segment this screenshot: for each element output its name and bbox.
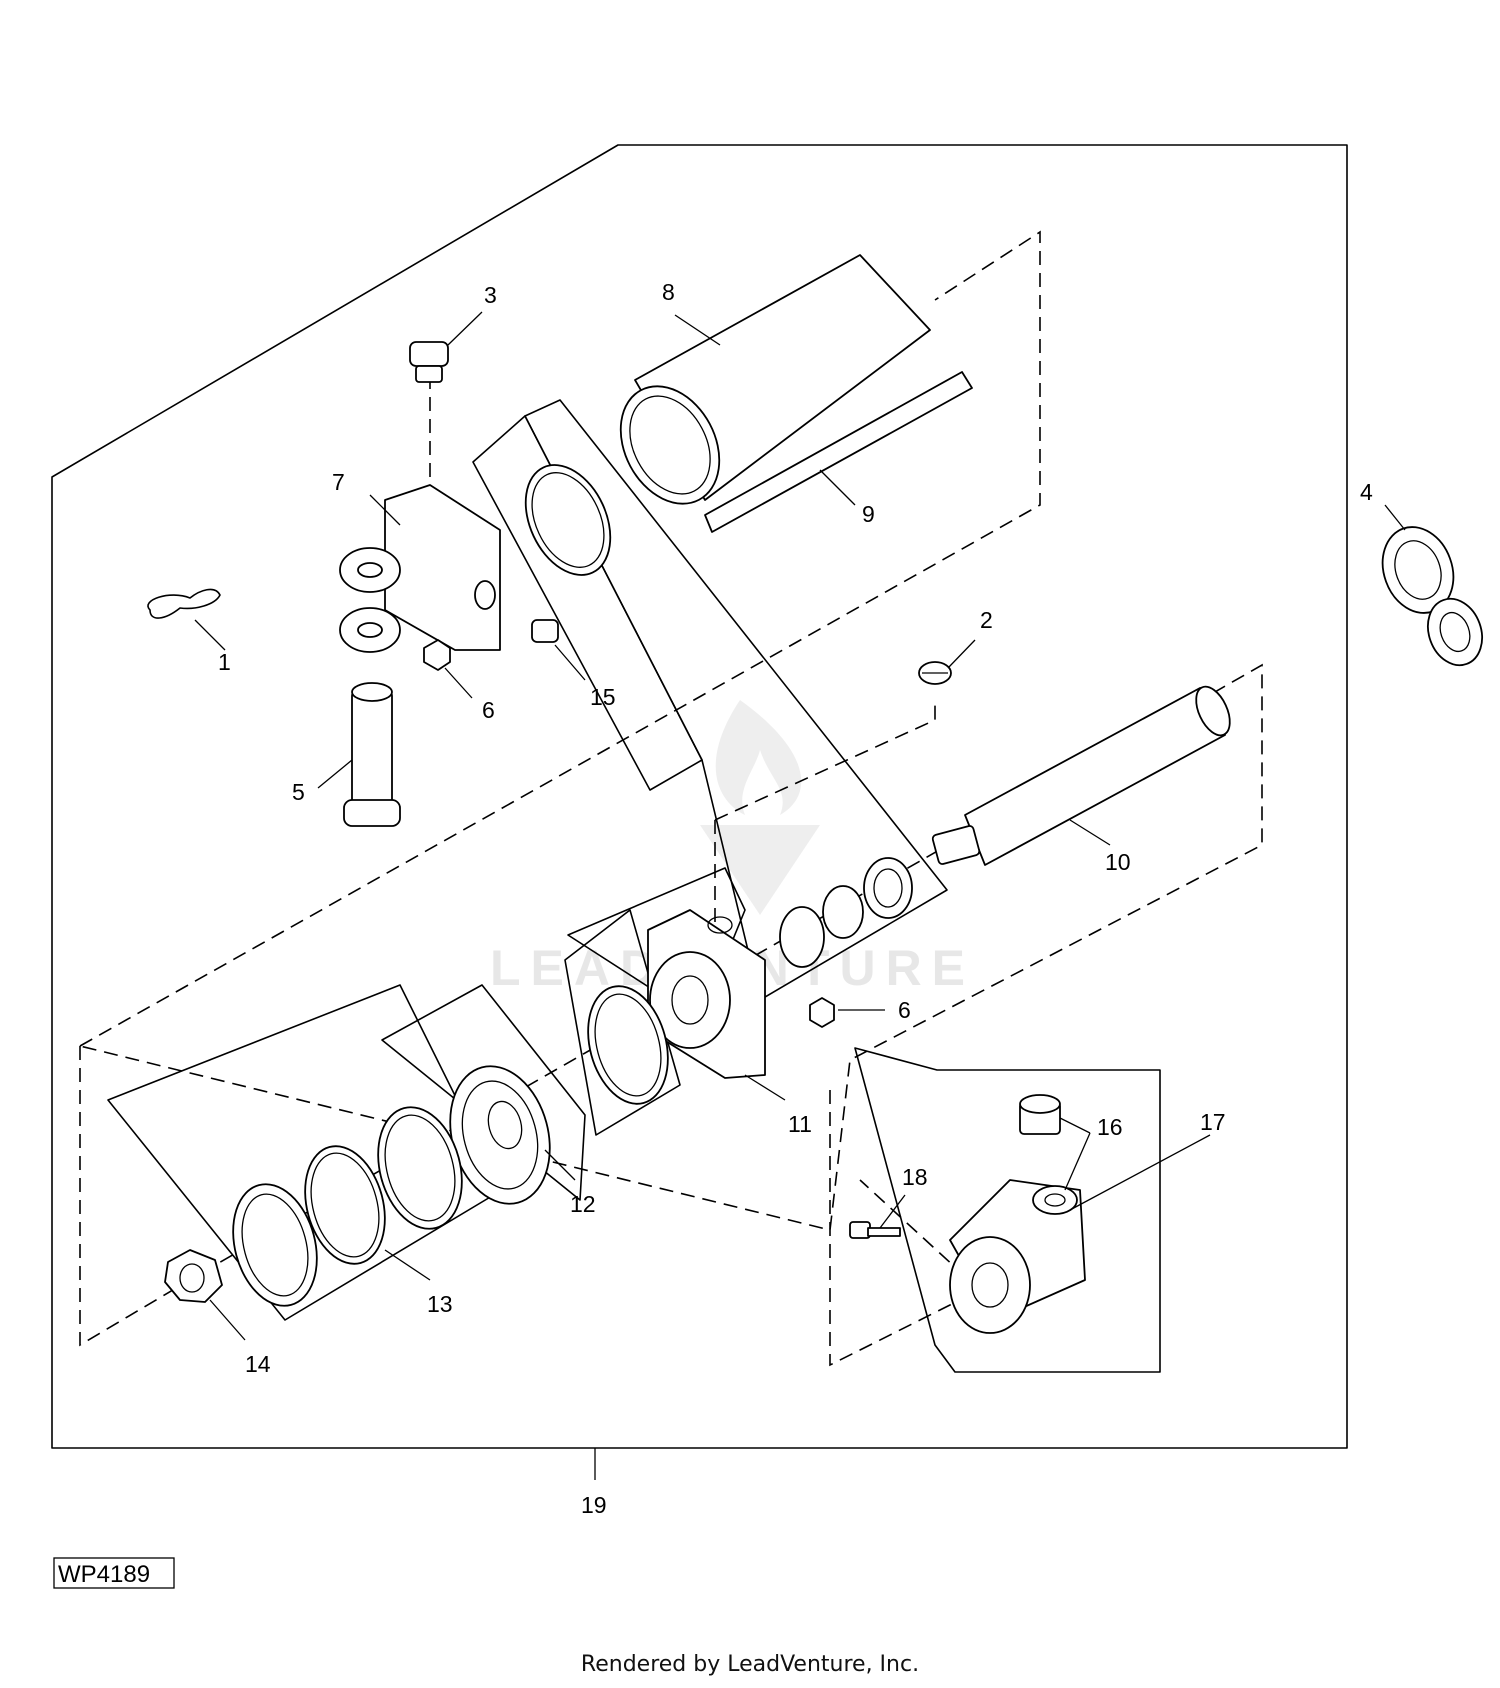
callout-17: 17 <box>1200 1109 1226 1135</box>
side-fitting <box>531 619 559 643</box>
cylinder-barrel <box>619 254 931 505</box>
tie-rod <box>704 371 973 533</box>
footer-credit: Rendered by LeadVenture, Inc. <box>580 1652 920 1677</box>
callout-7: 7 <box>332 469 345 495</box>
seal-group-box-mid <box>524 399 948 1001</box>
callout-14: 14 <box>245 1351 271 1377</box>
rear-clevis-mount <box>339 484 501 653</box>
callout-11: 11 <box>788 1111 812 1137</box>
piston-rod <box>931 685 1231 866</box>
nut-lower <box>809 997 835 1028</box>
assembly-boundary <box>51 144 1348 1449</box>
barrel-group-boundary <box>79 663 1263 1347</box>
piston-nut <box>164 1249 223 1303</box>
figure-reference: WP4189 <box>53 1557 175 1589</box>
o-ring-small-2 <box>822 885 864 939</box>
callout-12: 12 <box>570 1191 596 1217</box>
callout-19: 19 <box>581 1492 607 1518</box>
leader-lines <box>209 311 1406 1480</box>
o-ring-small-3 <box>863 857 913 919</box>
front-clevis <box>949 1179 1086 1334</box>
callout-9: 9 <box>862 501 875 527</box>
o-ring-small-1 <box>779 906 825 968</box>
screw-plug <box>918 661 952 685</box>
head-seal <box>587 985 669 1105</box>
head-seal-box <box>564 909 681 1136</box>
callout-16: 16 <box>1097 1114 1123 1140</box>
callout-6-upper: 6 <box>482 697 495 723</box>
clevis-pin <box>343 682 401 827</box>
figure-reference-text: WP4189 <box>58 1561 150 1588</box>
clevis-bolt <box>849 1221 901 1239</box>
callout-3: 3 <box>484 282 497 308</box>
callout-13: 13 <box>427 1291 453 1317</box>
figure-eight-ring <box>1381 526 1483 667</box>
cylinder-head <box>647 909 766 1079</box>
clevis-box <box>854 1047 1161 1373</box>
callout-4: 4 <box>1360 479 1373 505</box>
callout-8: 8 <box>662 279 675 305</box>
callout-18: 18 <box>902 1164 928 1190</box>
callout-2: 2 <box>980 607 993 633</box>
clevis-bushing <box>1019 1094 1061 1135</box>
callout-1: 1 <box>218 649 231 675</box>
callout-15: 15 <box>590 684 616 710</box>
callout-6-lower: 6 <box>898 997 911 1023</box>
grease-fitting-top <box>409 341 449 383</box>
seal-ring-upper <box>524 464 612 576</box>
nut-upper <box>423 639 451 671</box>
callout-5: 5 <box>292 779 305 805</box>
callout-10: 10 <box>1105 849 1131 875</box>
hairpin-clip <box>147 588 226 651</box>
piston-seals <box>232 1106 463 1307</box>
